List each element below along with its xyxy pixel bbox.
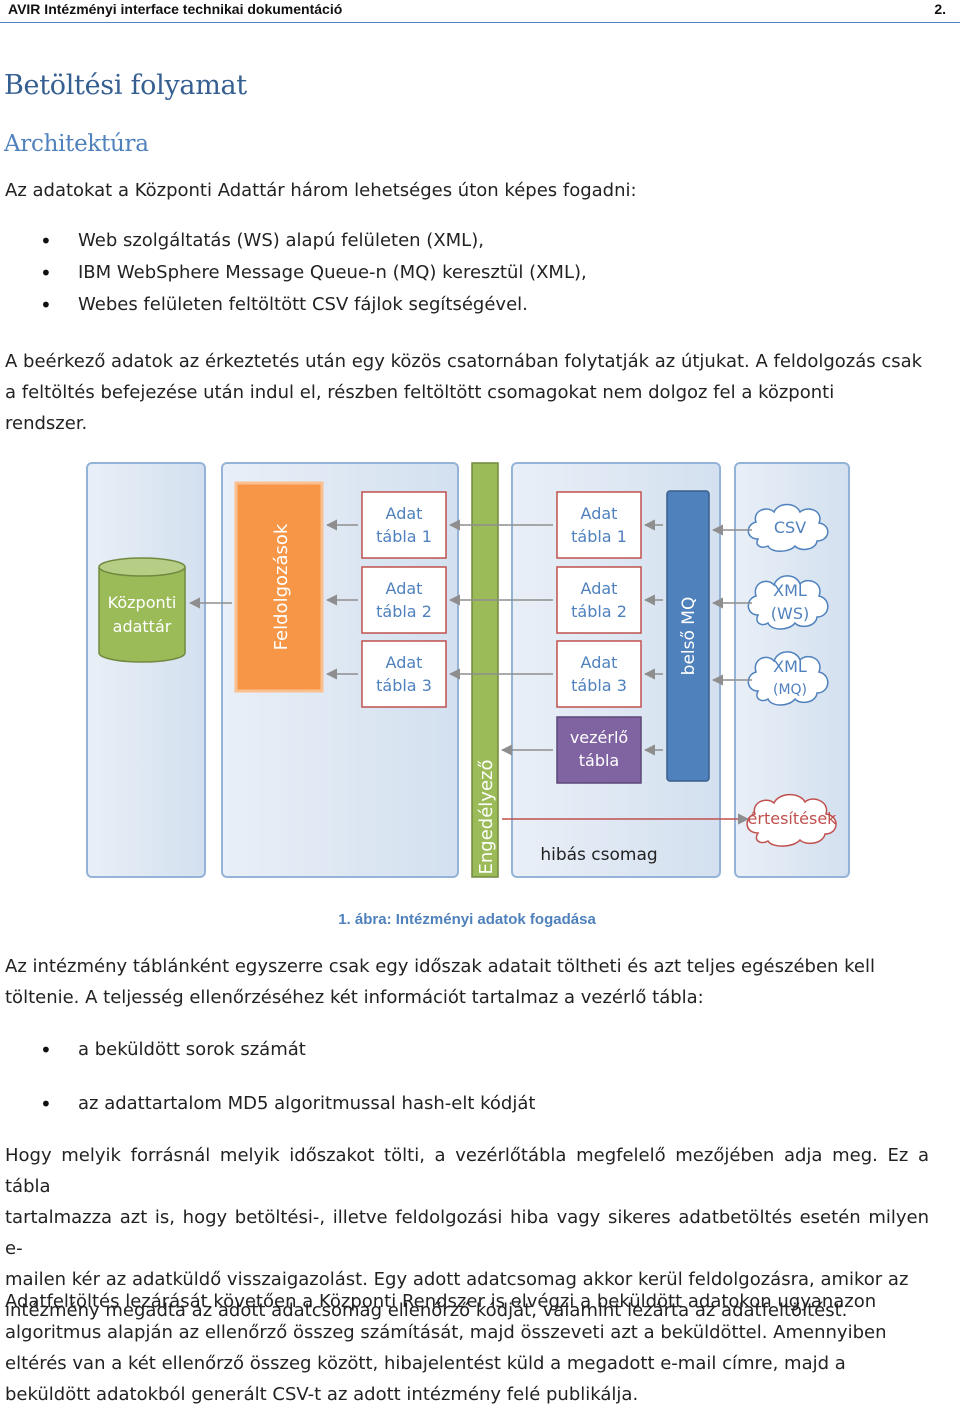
document-title: AVIR Intézményi interface technikai doku… [8, 1, 343, 17]
csv-label: CSV [774, 518, 806, 537]
section-heading: Betöltési folyamat [4, 70, 247, 101]
paragraph-line: a feltöltés befejezése után indul el, ré… [5, 382, 835, 403]
internal-mq-label: belső MQ [679, 597, 699, 676]
list-item-text: Web szolgáltatás (WS) alapú felületen (X… [78, 230, 484, 251]
subsection-heading: Architektúra [4, 131, 149, 157]
paragraph-line: Hogy melyik forrásnál melyik időszakot t… [5, 1145, 929, 1197]
source-clouds: CSV XML(WS) XML(MQ) értesítések [746, 503, 838, 847]
right-table-box [556, 566, 642, 634]
approver-bar [471, 462, 499, 878]
page-number: 2. [934, 1, 946, 17]
paragraph-line: algoritmus alapján az ellenőrző összeg s… [5, 1322, 887, 1343]
left-table-box [361, 491, 447, 559]
right-table-box [556, 491, 642, 559]
left-table-box [361, 566, 447, 634]
xml-mq-label: XML(MQ) [773, 657, 807, 698]
approver-label: Engedélyező [476, 760, 497, 875]
notifications-label: értesítések [748, 809, 838, 828]
list-item-text: Webes felületen feltöltött CSV fájlok se… [78, 294, 528, 315]
paragraph-line: Adatfeltöltés lezárását követően a Közpo… [5, 1291, 877, 1312]
list-item-text: IBM WebSphere Message Queue-n (MQ) keres… [78, 262, 587, 283]
flow-paragraph: A beérkező adatok az érkeztetés után egy… [5, 346, 929, 439]
internal-mq-bar [666, 490, 710, 782]
paragraph-line: beküldött adatokból generált CSV-t az ad… [5, 1384, 639, 1405]
table-rule-paragraph: Az intézmény táblánként egyszerre csak e… [5, 951, 929, 1013]
page-header: AVIR Intézményi interface technikai doku… [0, 0, 960, 23]
processing-label: Feldolgozások [271, 523, 292, 650]
faulty-package-label: hibás csomag [540, 845, 657, 865]
figure-caption: 1. ábra: Intézményi adatok fogadása [338, 911, 596, 928]
paragraph-line: tartalmazza azt is, hogy betöltési-, ill… [5, 1207, 929, 1259]
paragraph-line: eltérés van a két ellenőrző összeg közöt… [5, 1353, 846, 1374]
cloud-xml-mq [747, 651, 829, 706]
cloud-notifications [746, 793, 837, 847]
cloud-csv [747, 503, 829, 552]
paragraph-line: mailen kér az adatküldő visszaigazolást.… [5, 1269, 909, 1290]
paragraph-line: rendszer. [5, 413, 88, 434]
left-table-box [361, 640, 447, 708]
cloud-xml-ws [747, 575, 829, 630]
intro-paragraph: Az adatokat a Központi Adattár három leh… [5, 180, 637, 201]
control-table [556, 716, 642, 784]
paragraph-line: Az intézmény táblánként egyszerre csak e… [5, 956, 876, 977]
processing-bar [234, 481, 324, 693]
right-table-box [556, 640, 642, 708]
closing-paragraph: Adatfeltöltés lezárását követően a Közpo… [5, 1286, 929, 1410]
paragraph-line: töltenie. A teljesség ellenőrzéséhez két… [5, 987, 704, 1008]
flow-arrows [188, 519, 752, 756]
paragraph-line: A beérkező adatok az érkeztetés után egy… [5, 351, 923, 372]
source-paragraph: Hogy melyik forrásnál melyik időszakot t… [5, 1140, 929, 1326]
paragraph-line: intézmény megadta az adott adatcsomag el… [5, 1300, 848, 1321]
list-item-text: a beküldött sorok számát [78, 1039, 306, 1060]
frame-central [86, 462, 206, 878]
xml-ws-label: XML(WS) [771, 581, 809, 623]
list-item-text: az adattartalom MD5 algoritmussal hash-e… [78, 1093, 536, 1114]
